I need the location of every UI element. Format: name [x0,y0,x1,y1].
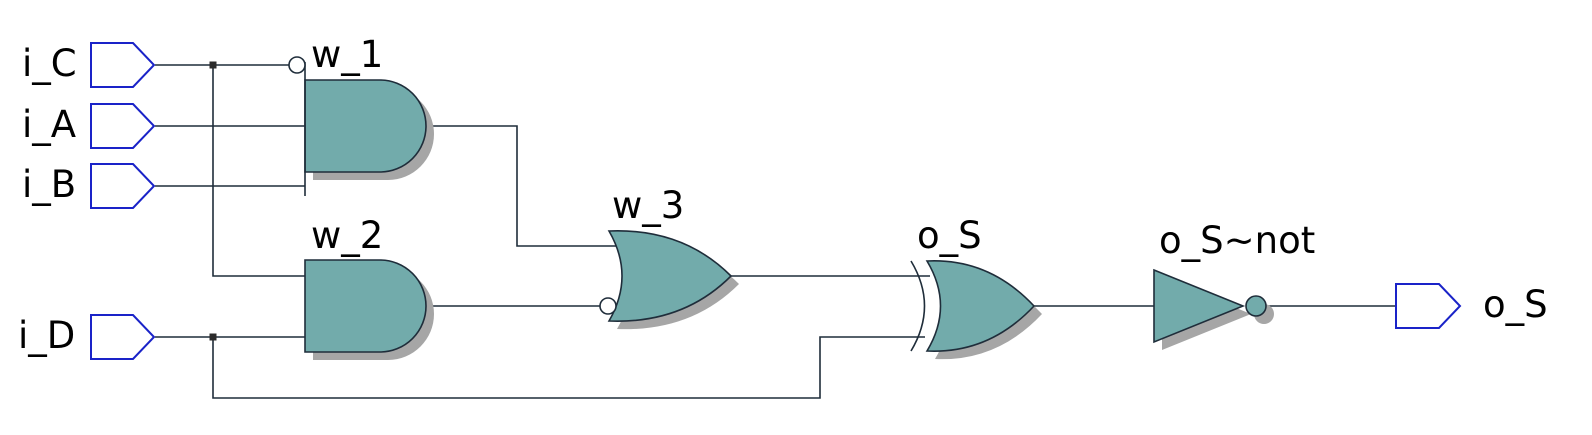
and-gate-icon [304,259,427,353]
inversion-bubble-icon [599,297,617,315]
inversion-bubble-icon [288,56,306,74]
gate-label-not: o_S~not [1159,219,1315,262]
not-gate-icon [1153,268,1246,344]
wire-i-c-branch [212,65,305,277]
input-port-icon [90,314,156,360]
inversion-bubble-icon [1245,295,1267,317]
gate-label-o-s: o_S [917,214,982,257]
junction-dot [209,61,217,69]
gate-label-w-3: w_3 [612,184,684,227]
and-gate-w-2 [304,259,434,360]
xor-gate-icon [925,260,1036,352]
output-port-icon [1395,283,1462,329]
xor-gate-o-s [910,260,1042,360]
or-gate-icon [607,230,733,322]
and-gate-icon [304,79,427,173]
wire-i-d-branch [212,336,925,399]
input-label-i-d: i_D [18,314,75,357]
gate-label-w-2: w_2 [311,214,383,257]
input-label-i-a: i_A [22,103,76,146]
input-port-i-b[interactable]: i_B [22,163,156,209]
input-port-i-d[interactable]: i_D [18,314,156,360]
output-label-o-s: o_S [1483,283,1548,326]
input-label-i-b: i_B [22,163,76,206]
input-port-i-a[interactable]: i_A [22,103,156,149]
xor-input-arc [910,260,926,352]
wires [155,61,1395,399]
input-port-icon [90,103,156,149]
input-port-icon [90,42,156,88]
wire-w-1 [426,125,618,247]
input-port-icon [90,163,156,209]
output-port-o-s[interactable]: o_S [1395,283,1548,329]
gate-label-w-1: w_1 [311,33,383,76]
junction-dot [209,333,217,341]
not-gate [1153,268,1274,350]
or-gate-w-3 [599,230,739,330]
input-port-i-c[interactable]: i_C [22,42,156,88]
and-gate-w-1 [288,56,434,196]
input-label-i-c: i_C [22,42,77,85]
